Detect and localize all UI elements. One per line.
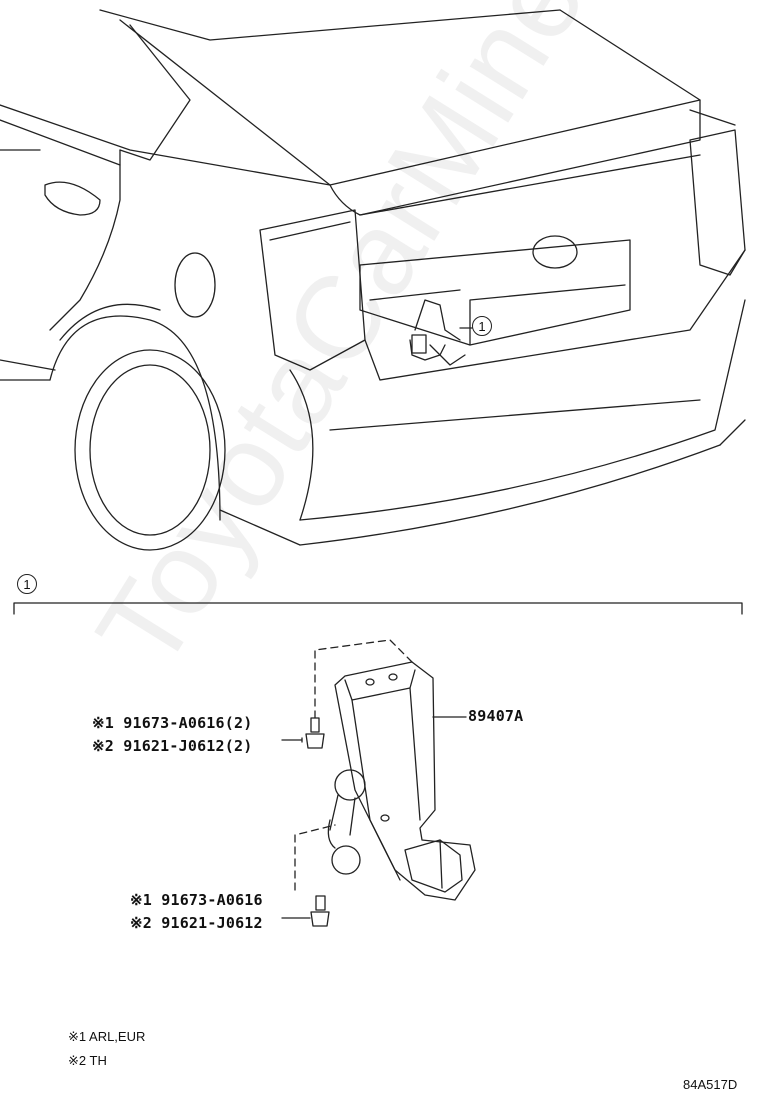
- label-lower-bolt-1: ※1 91673-A0616: [130, 891, 263, 909]
- section-divider-line: [13, 602, 743, 615]
- installation-guide-lines: [294, 639, 413, 891]
- label-upper-bolt-2: ※2 91621-J0612(2): [92, 737, 253, 755]
- callout-circle-vehicle: 1: [472, 316, 492, 336]
- note-1: ※1 ARL,EUR: [68, 1029, 146, 1044]
- upper-bolt-icon: [301, 717, 325, 749]
- lower-bolt-icon: [310, 895, 330, 927]
- label-lower-bolt-2: ※2 91621-J0612: [130, 914, 263, 932]
- vehicle-rear-illustration: [0, 9, 746, 551]
- label-main-part: 89407A: [468, 707, 524, 725]
- callout-circle-section: 1: [17, 574, 37, 594]
- label-upper-bolt-1: ※1 91673-A0616(2): [92, 714, 253, 732]
- note-2: ※2 TH: [68, 1053, 107, 1068]
- drawing-code: 84A517D: [683, 1077, 738, 1092]
- height-control-sensor-illustration: [327, 661, 476, 901]
